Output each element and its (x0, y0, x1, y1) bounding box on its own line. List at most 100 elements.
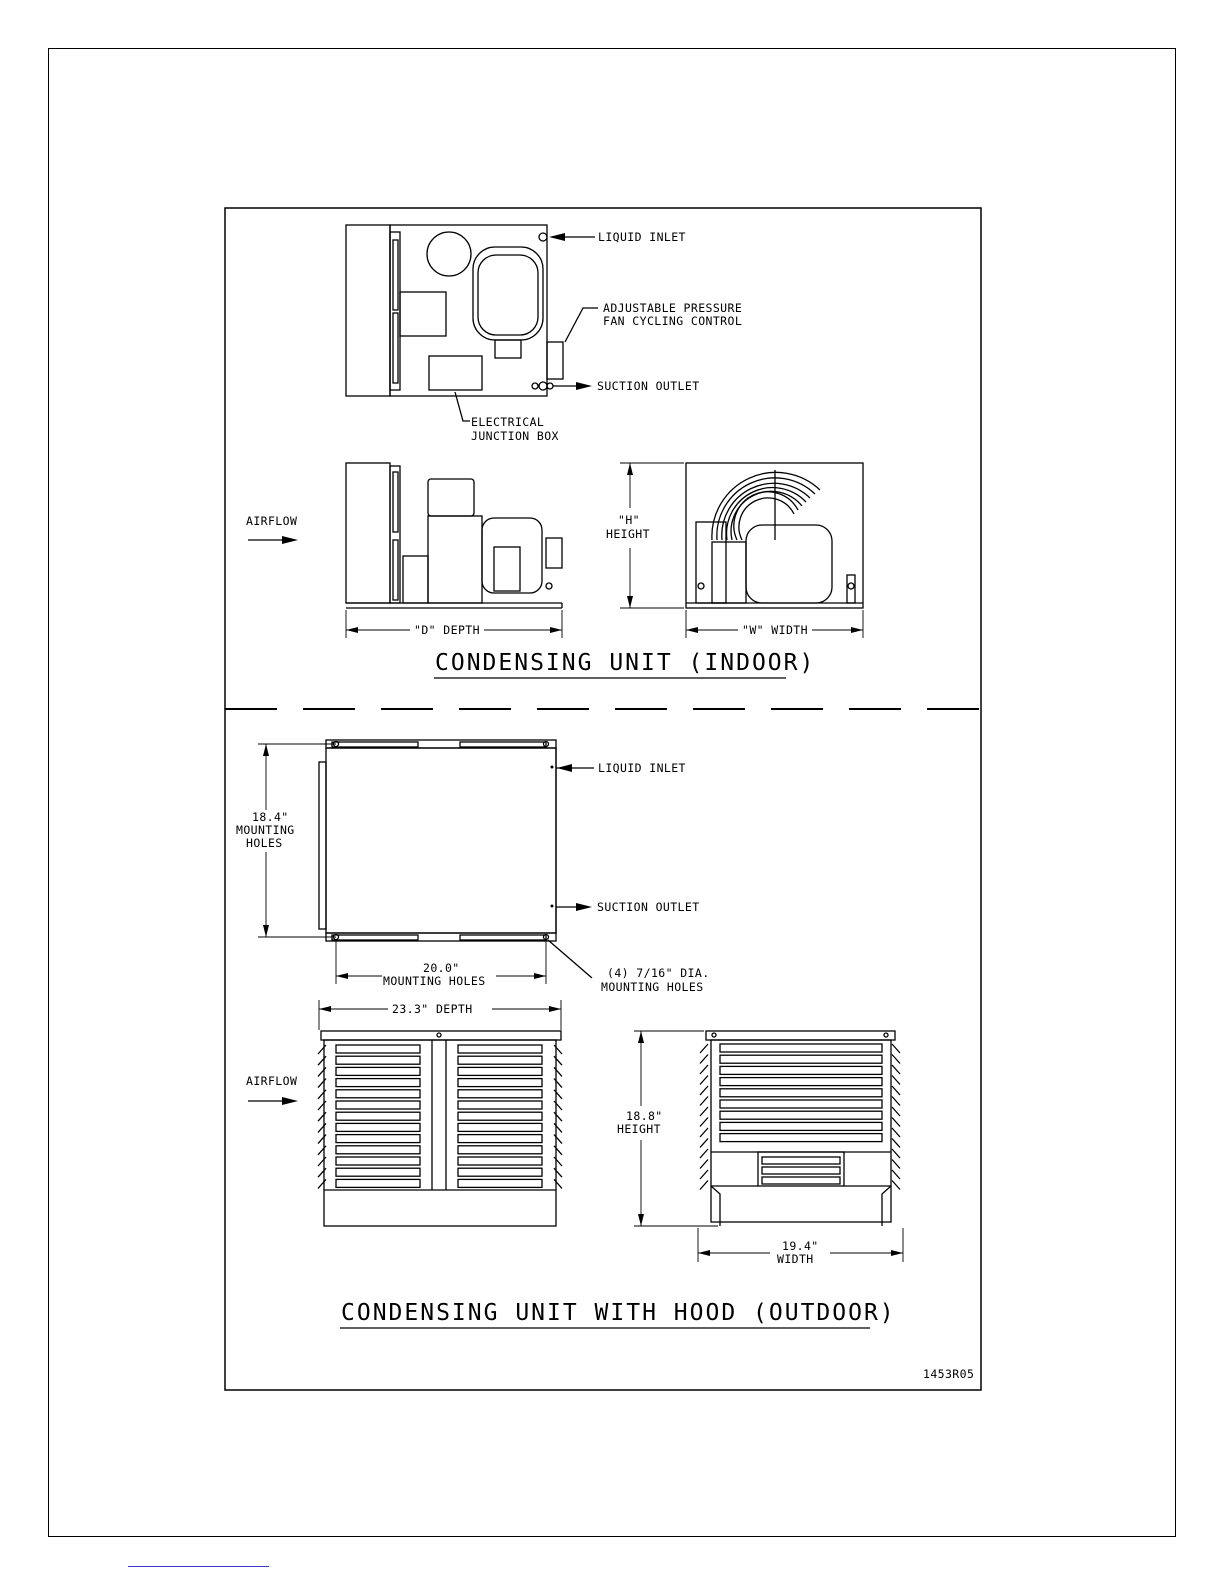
drawing-border (224, 207, 982, 1391)
louver-slat (335, 1055, 421, 1065)
hood-fin (317, 1178, 327, 1189)
outdoor-horizontal-mounting-dimension (335, 941, 547, 984)
outdoor-vertical-holes-label-1: 18.4" (252, 810, 289, 824)
hood-fin (699, 1096, 709, 1106)
louver-slat (335, 1044, 421, 1054)
hood-fin (553, 1089, 563, 1100)
outdoor-vertical-mounting-dimension (258, 743, 336, 938)
hood-fin (553, 1100, 563, 1111)
indoor-width-dimension (685, 610, 864, 638)
outdoor-width-label-2: WIDTH (777, 1252, 814, 1266)
hood-fin (699, 1064, 709, 1075)
hood-fin (699, 1180, 709, 1190)
louver-slat (335, 1077, 421, 1088)
louver-slat (719, 1076, 883, 1087)
drawing-number: 1453R05 (923, 1367, 974, 1381)
indoor-top-leaders (454, 233, 598, 422)
louver-slat (719, 1054, 883, 1064)
hood-fin (317, 1134, 327, 1145)
indoor-junction-box-label-2: JUNCTION BOX (471, 429, 559, 443)
louver-slat (335, 1100, 421, 1110)
hood-fin (553, 1055, 563, 1066)
louver-slat (761, 1156, 841, 1165)
indoor-side-view (345, 462, 563, 609)
hood-fin (891, 1169, 901, 1180)
louver-slat (457, 1111, 543, 1121)
outdoor-depth-label: 23.3" DEPTH (392, 1002, 473, 1016)
indoor-top-view (345, 224, 564, 397)
hood-fin (891, 1106, 901, 1117)
hood-fin (317, 1055, 327, 1066)
indoor-front-view (685, 462, 864, 609)
louver-slat (457, 1156, 543, 1166)
louver-slat (335, 1167, 421, 1177)
hood-fin (553, 1145, 563, 1156)
hood-fin (553, 1066, 563, 1077)
outdoor-width-label-1: 19.4" (782, 1239, 819, 1253)
indoor-airflow-label: AIRFLOW (246, 514, 297, 528)
hood-fin (317, 1100, 327, 1111)
hood-fin (699, 1106, 709, 1117)
hood-fin (553, 1122, 563, 1133)
hood-fin (891, 1075, 901, 1085)
indoor-height-label-1: "H" (618, 513, 640, 527)
hood-fin (891, 1127, 901, 1138)
hood-fin (317, 1156, 327, 1167)
indoor-height-dimension (620, 462, 684, 609)
indoor-depth-label: "D" DEPTH (414, 623, 480, 637)
hood-fin (891, 1064, 901, 1075)
indoor-pressure-control-label-1: ADJUSTABLE PRESSURE (603, 301, 742, 315)
outdoor-side-view (320, 1030, 562, 1227)
hood-fin (553, 1156, 563, 1167)
hood-fin (891, 1117, 901, 1127)
indoor-title: CONDENSING UNIT (INDOOR) (435, 650, 815, 676)
indoor-height-label-2: HEIGHT (606, 527, 650, 541)
outdoor-vertical-holes-label-2: MOUNTING (236, 823, 295, 837)
hood-fin (699, 1169, 709, 1180)
louver-slat (335, 1066, 421, 1077)
outdoor-depth-dimension (318, 1000, 562, 1030)
hood-fin (699, 1159, 709, 1169)
indoor-suction-outlet-label: SUCTION OUTLET (597, 379, 700, 393)
hood-fin (891, 1096, 901, 1106)
footer-link-underline[interactable] (128, 1566, 269, 1567)
indoor-width-label: "W" WIDTH (742, 623, 808, 637)
louver-slat (457, 1122, 543, 1133)
hood-fin (699, 1117, 709, 1127)
hood-fin (699, 1127, 709, 1138)
hood-fin (891, 1148, 901, 1159)
louver-slat (335, 1145, 421, 1155)
louver-slat (719, 1110, 883, 1120)
hood-fin (891, 1085, 901, 1096)
louver-slat (761, 1166, 841, 1175)
hood-fin (317, 1122, 327, 1133)
louver-slat (335, 1178, 421, 1189)
outdoor-title: CONDENSING UNIT WITH HOOD (OUTDOOR) (341, 1300, 896, 1326)
outdoor-height-label-2: HEIGHT (617, 1122, 661, 1136)
hood-fin (317, 1078, 327, 1089)
hood-fin (699, 1075, 709, 1085)
hood-fin (553, 1111, 563, 1122)
louver-slat (761, 1176, 841, 1185)
hood-fin (891, 1180, 901, 1190)
hood-fin (317, 1044, 327, 1055)
hood-fin (553, 1178, 563, 1189)
hood-fin (699, 1085, 709, 1096)
indoor-pressure-control-label-2: FAN CYCLING CONTROL (603, 314, 742, 328)
hood-fin (317, 1111, 327, 1122)
louver-slat (335, 1156, 421, 1166)
outdoor-height-dimension (634, 1030, 718, 1227)
outdoor-height-label-1: 18.8" (626, 1109, 663, 1123)
outdoor-front-louvers (699, 1043, 901, 1190)
outdoor-top-view (318, 739, 557, 942)
louver-slat (457, 1100, 543, 1110)
outdoor-holes-dia-label-2: MOUNTING HOLES (601, 980, 704, 994)
outdoor-side-louvers (317, 1044, 563, 1189)
hood-fin (317, 1089, 327, 1100)
outdoor-horizontal-holes-label-2: MOUNTING HOLES (383, 974, 486, 988)
louver-slat (457, 1133, 543, 1144)
louver-slat (719, 1099, 883, 1109)
louver-slat (457, 1066, 543, 1077)
louver-slat (335, 1089, 421, 1099)
